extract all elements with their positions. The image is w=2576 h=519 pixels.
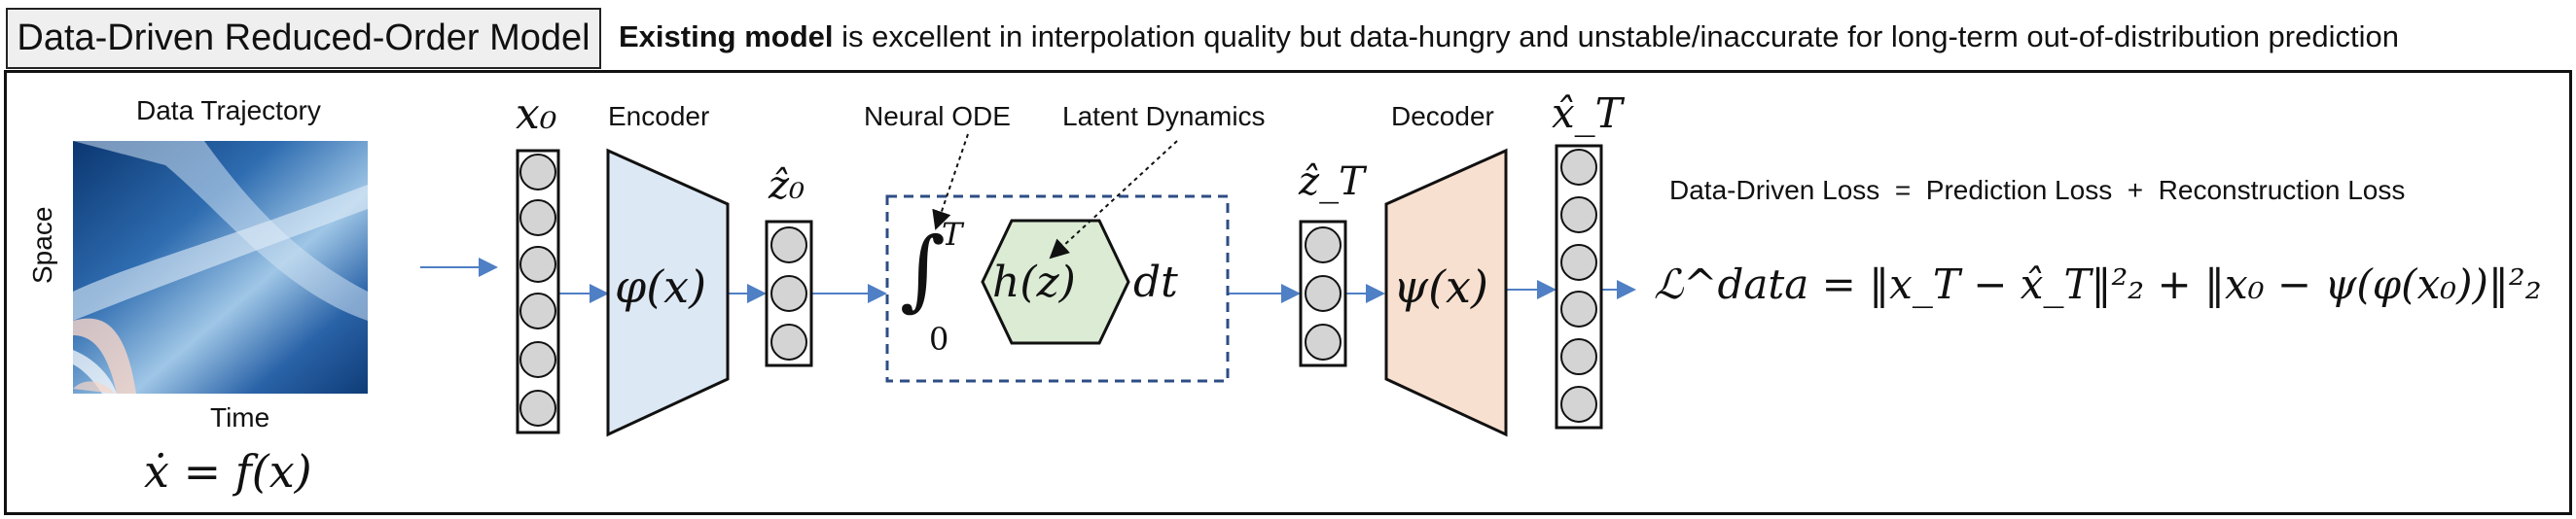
trajectory-heatmap [73,141,368,394]
subtitle-bold: Existing model [619,19,834,53]
space-axis-label: Space [27,206,57,284]
loss-formula: ℒ^data = ‖x_T − x̂_T‖²₂ + ‖x₀ − ψ(φ(x₀))… [1654,260,2542,308]
encoder-function: φ(x) [615,260,707,313]
diagram-frame [4,70,2572,515]
neural-ode-pointer [932,133,969,230]
zT-node-column [1299,220,1347,367]
page-title: Data-Driven Reduced-Order Model [6,8,601,69]
title-text: Data-Driven Reduced-Order Model [17,17,590,58]
integral-upper-limit: T [942,216,963,253]
xT-node-column [1555,144,1603,430]
xT-hat-label: x̂_T [1552,89,1623,137]
encoder-label: Encoder [608,101,710,131]
integral-sign: ∫ [900,219,946,321]
zT-hat-label: ẑ_T [1299,159,1365,204]
time-axis-label: Time [210,402,270,432]
z0-hat-label: ẑ₀ [769,163,805,208]
x0-label: x₀ [516,89,557,139]
subtitle: Existing model is excellent in interpola… [619,19,2399,54]
subtitle-rest: is excellent in interpolation quality bu… [833,19,2399,53]
trajectory-title: Data Trajectory [136,95,321,125]
dynamics-equation: ẋ = f(x) [144,445,312,498]
x0-node-column [516,149,560,434]
dt-label: dt [1133,258,1178,307]
decoder-label: Decoder [1391,101,1494,131]
latent-dynamics-hexagon [981,219,1130,345]
integral-lower-limit: 0 [929,321,949,358]
neural-ode-box [885,194,1230,383]
neural-ode-label: Neural ODE [864,101,1011,131]
latent-dynamics-label: Latent Dynamics [1062,101,1266,131]
encoder-trapezoid [606,148,730,437]
latent-function: h(z) [992,258,1076,307]
decoder-trapezoid [1384,148,1508,437]
z0-node-column [765,220,813,367]
loss-description: Data-Driven Loss = Prediction Loss + Rec… [1669,175,2406,205]
latent-dynamics-pointer [1049,140,1178,260]
decoder-function: ψ(x) [1393,260,1488,313]
